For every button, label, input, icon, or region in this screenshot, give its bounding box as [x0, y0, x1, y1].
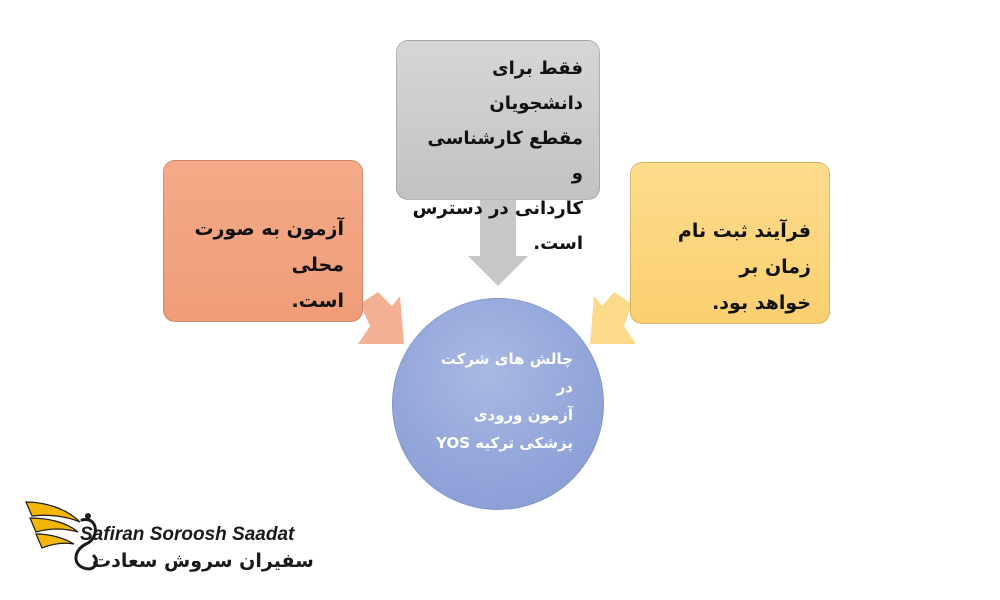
center-circle: چالش های شرکت در آزمون ورودی پزشکی ترکیه…	[392, 298, 604, 510]
left-box-line: آزمون به صورت محلی	[194, 218, 344, 276]
phoenix-wing-icon	[25, 501, 98, 571]
left-box-line: است.	[291, 290, 344, 312]
company-logo: Safiran Soroosh Saadat سفیران سروش سعادت	[22, 494, 314, 584]
top-box: فقط برای دانشجویان مقطع کارشناسی و کاردا…	[396, 40, 600, 254]
right-box: فرآیند ثبت نام زمان بر خواهد بود.	[630, 162, 830, 324]
logo-english-text: Safiran Soroosh Saadat	[80, 524, 295, 545]
center-line: پزشکی ترکیه YOS	[436, 434, 573, 452]
logo-persian-text: سفیران سروش سعادت	[92, 550, 314, 572]
top-box-line: مقطع کارشناسی و	[427, 128, 583, 184]
center-circle-text: چالش های شرکت در آزمون ورودی پزشکی ترکیه…	[423, 345, 573, 457]
arrow-left-to-center	[358, 292, 404, 344]
arrow-top-to-center	[468, 200, 528, 286]
top-box-line: کاردانی در دسترس	[412, 198, 583, 219]
right-box-line: خواهد بود.	[712, 292, 811, 314]
left-box: آزمون به صورت محلی است.	[163, 160, 363, 322]
top-box-line: فقط برای دانشجویان	[489, 58, 583, 114]
arrow-right-to-center	[590, 292, 636, 344]
center-line: چالش های شرکت در	[440, 350, 573, 396]
top-box-line: است.	[533, 233, 583, 254]
right-box-line: فرآیند ثبت نام زمان بر	[677, 220, 811, 278]
center-line: آزمون ورودی	[473, 406, 573, 424]
